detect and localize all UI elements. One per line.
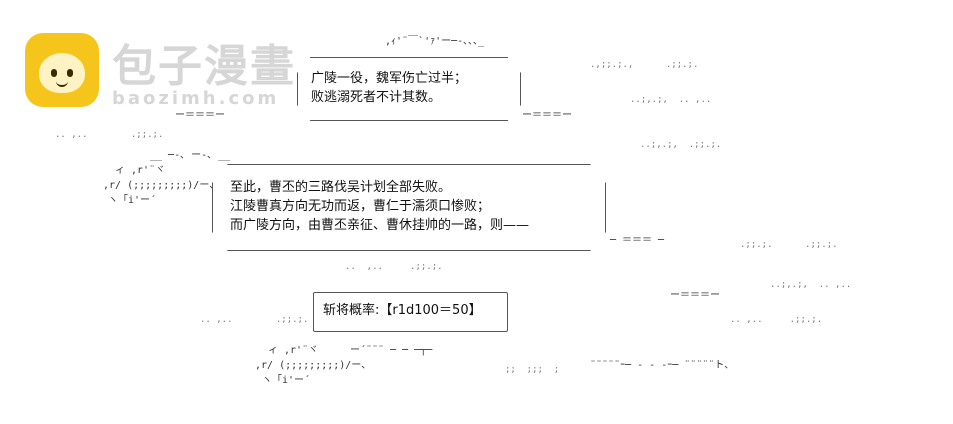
dice-roll-box bbox=[313, 292, 508, 332]
dice-roll-text: 斩将概率:【r1d100＝50】 bbox=[323, 303, 482, 318]
dots-6: ..;,.;, .. ,.. bbox=[770, 280, 852, 290]
dots-9: .. ,.. .;;.;. bbox=[730, 315, 823, 325]
dialogue-bubble-2 bbox=[212, 164, 606, 251]
ascii-mid-line: __ ─‐､ ー‐､ __ bbox=[150, 150, 231, 161]
watermark-url: baozimh.com bbox=[112, 88, 280, 109]
ascii-ship2-base: ヽ「i'ー´ bbox=[262, 375, 311, 386]
logo-face bbox=[39, 53, 85, 93]
dots-10: ;; ;;; ; bbox=[505, 365, 560, 375]
ascii-wave-4: ─ ＝＝＝ ─ bbox=[610, 235, 665, 246]
bubble1-line-1: 广陵一役，魏军伤亡过半； bbox=[311, 71, 468, 86]
ascii-bottom-line: ー´¨¨¨ ─ ─ ─┬─ bbox=[350, 345, 433, 356]
bubble1-line-2: 败逃溺死者不计其数。 bbox=[311, 90, 442, 105]
dots-4: ..;,.;, .;;.;. bbox=[640, 140, 722, 150]
ascii-ship1-base: ヽ「i'ー´ bbox=[108, 195, 157, 206]
dots-3: .. ,.. .;;.;. bbox=[55, 130, 164, 140]
watermark-title: 包子漫畫 bbox=[112, 41, 296, 92]
dots-5: .;;.;. .;;.;. bbox=[740, 240, 838, 250]
ascii-wave-2: ー＝＝＝ー bbox=[522, 110, 572, 121]
bubble2-line-2: 江陵曹真方向无功而返，曹仁于濡须口惨败； bbox=[230, 199, 491, 214]
dialogue-bubble-1 bbox=[297, 57, 521, 121]
ascii-tail: ¨¨¨¨¨ｰ─ ‐ ‐ ‐ｰ─ ¨¨¨¨¨ト､ bbox=[590, 360, 730, 371]
logo-mouth bbox=[56, 79, 68, 87]
logo-left-eye bbox=[51, 69, 57, 77]
bubble2-line-3: 而广陵方向，由曹丕亲征、曹休挂帅的一路，则—— bbox=[230, 218, 530, 233]
ascii-wave-1: ー＝＝＝ー bbox=[175, 110, 225, 121]
ascii-top-line: ,ｨ'¨￣`'ｧ'ー─‐､､､_ bbox=[385, 36, 485, 47]
bubble2-line-1: 至此，曹丕的三路伐吴计划全部失败。 bbox=[230, 180, 452, 195]
ascii-ship1-top: ィ ,r'¨ヾ bbox=[115, 165, 166, 176]
ascii-wave-3: ー＝＝＝ー bbox=[670, 290, 720, 301]
dots-1: .,;;.;., .;;.;. bbox=[590, 60, 699, 70]
baozi-logo-icon bbox=[25, 33, 99, 107]
ascii-ship2-body: ,r/ (;;;;;;;;;)/ー､ bbox=[255, 360, 367, 371]
dots-2: ..;,.;, .. ,.. bbox=[630, 95, 712, 105]
logo-right-eye bbox=[67, 69, 73, 77]
dots-8: .. ,.. .;;.;. bbox=[345, 262, 443, 272]
ascii-ship1-body: ,r/ (;;;;;;;;;)/ー､ bbox=[103, 180, 215, 191]
ascii-ship2-top: ィ ,r'¨ヾ bbox=[268, 345, 319, 356]
